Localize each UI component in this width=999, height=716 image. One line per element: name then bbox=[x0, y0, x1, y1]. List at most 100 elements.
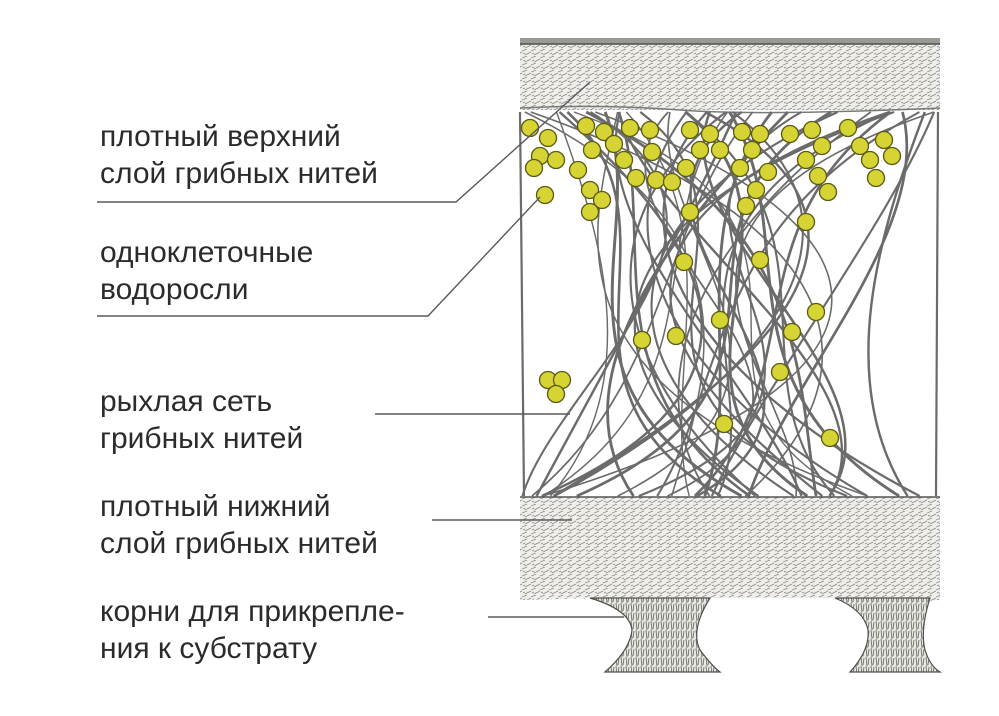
rhizine-roots bbox=[589, 597, 943, 673]
algae-cell bbox=[640, 120, 660, 140]
label-upper-layer: плотный верхний слой грибных нитей bbox=[100, 118, 378, 192]
algae-cell bbox=[820, 428, 840, 448]
algae-cell bbox=[680, 120, 700, 140]
algae-cell bbox=[580, 202, 600, 222]
algae-cell bbox=[714, 414, 734, 434]
algae-cell bbox=[770, 362, 790, 382]
algae-cell bbox=[582, 140, 602, 160]
hypha-strand bbox=[617, 111, 844, 497]
algae-cell bbox=[676, 158, 696, 178]
label-roots-line-1: корни для прикрепле- bbox=[100, 595, 405, 628]
hypha-strand bbox=[566, 111, 722, 498]
algae-cell bbox=[850, 136, 870, 156]
label-upper-layer-line-1: плотный верхний bbox=[100, 120, 341, 153]
algae-cell bbox=[546, 384, 566, 404]
algae-cell bbox=[690, 140, 710, 160]
hypha-strand bbox=[646, 111, 868, 497]
label-lower-layer: плотный нижний слой грибных нитей bbox=[100, 488, 378, 562]
algae-cell bbox=[594, 122, 614, 142]
algae-cell bbox=[535, 185, 555, 205]
leader-upper-layer bbox=[97, 81, 591, 203]
hypha-strand bbox=[535, 111, 738, 497]
algae-cell bbox=[710, 310, 730, 330]
algae-cell bbox=[818, 182, 838, 202]
algae-cell bbox=[674, 252, 694, 272]
algae-cell bbox=[782, 322, 802, 342]
algae-cell bbox=[796, 212, 816, 232]
leader-lines bbox=[97, 81, 624, 618]
hypha-strand bbox=[524, 111, 705, 497]
hypha-strand bbox=[728, 111, 900, 498]
algae-cell bbox=[614, 150, 634, 170]
label-algae-line-1: одноклеточные bbox=[100, 236, 314, 269]
hypha-strand bbox=[625, 111, 690, 497]
algae-cell bbox=[750, 250, 770, 270]
algae-cell bbox=[796, 150, 816, 170]
algae-cell bbox=[758, 162, 778, 182]
algae-cell bbox=[882, 146, 902, 166]
algae-cell bbox=[808, 166, 828, 186]
hypha-border bbox=[934, 111, 940, 497]
hypha-strand bbox=[747, 111, 909, 497]
hypha-strand bbox=[549, 111, 609, 497]
upper-dense-layer bbox=[519, 38, 941, 114]
algae-cell bbox=[806, 302, 826, 322]
algae-cell bbox=[736, 196, 756, 216]
algae-cell bbox=[646, 170, 666, 190]
algae-cell bbox=[730, 158, 750, 178]
algae-cell bbox=[520, 118, 540, 138]
algae-cell bbox=[538, 128, 558, 148]
algae-cell bbox=[874, 130, 894, 150]
algae-cell bbox=[838, 118, 858, 138]
algae-cell bbox=[802, 120, 822, 140]
algae-cells bbox=[520, 116, 902, 448]
hypha-strand bbox=[531, 111, 754, 497]
algae-cell bbox=[604, 134, 624, 154]
label-loose-net: рыхлая сеть грибных нитей bbox=[100, 383, 303, 457]
label-algae-line-2: водоросли bbox=[100, 273, 249, 306]
algae-cell bbox=[568, 160, 588, 180]
algae-cell bbox=[812, 136, 832, 156]
algae-cell bbox=[860, 150, 880, 170]
hypha-strand bbox=[552, 110, 810, 498]
hypha-strand bbox=[585, 110, 818, 497]
algae-cell bbox=[576, 116, 596, 136]
hypha-border bbox=[518, 111, 526, 497]
algae-cell bbox=[700, 124, 720, 144]
algae-cell bbox=[546, 150, 566, 170]
label-lower-layer-line-1: плотный нижний bbox=[100, 490, 331, 523]
algae-cell bbox=[680, 202, 700, 222]
algae-cell bbox=[632, 330, 652, 350]
algae-cell bbox=[580, 180, 600, 200]
leader-algae bbox=[97, 196, 541, 317]
algae-cell bbox=[750, 124, 770, 144]
label-upper-layer-line-2: слой грибных нитей bbox=[100, 157, 378, 190]
algae-cell bbox=[742, 140, 762, 160]
algae-cell bbox=[620, 118, 640, 138]
algae-cell bbox=[732, 122, 752, 142]
algae-cell bbox=[592, 190, 612, 210]
algae-cell bbox=[642, 142, 662, 162]
hypha-strand bbox=[521, 111, 668, 497]
label-roots: корни для прикрепле- ния к субстрату bbox=[100, 593, 405, 667]
algae-cell bbox=[662, 172, 682, 192]
label-algae: одноклеточные водоросли bbox=[100, 234, 313, 308]
algae-cell bbox=[746, 180, 766, 200]
hypha-strand bbox=[710, 111, 936, 497]
algae-cell bbox=[666, 326, 686, 346]
hypha-strand bbox=[617, 111, 731, 497]
label-lower-layer-line-2: слой грибных нитей bbox=[100, 527, 378, 560]
hypha-strand bbox=[689, 110, 766, 498]
hypha-strand bbox=[693, 110, 892, 497]
label-loose-net-line-2: грибных нитей bbox=[100, 422, 304, 455]
label-roots-line-2: ния к субстрату bbox=[100, 632, 318, 665]
algae-cell bbox=[710, 140, 730, 160]
algae-cell bbox=[780, 124, 800, 144]
label-loose-net-line-1: рыхлая сеть bbox=[100, 385, 273, 418]
algae-cell bbox=[626, 168, 646, 188]
lower-dense-layer bbox=[520, 496, 940, 602]
algae-cell bbox=[866, 168, 886, 188]
algae-cell bbox=[524, 158, 544, 178]
hypha-strand bbox=[633, 110, 895, 497]
